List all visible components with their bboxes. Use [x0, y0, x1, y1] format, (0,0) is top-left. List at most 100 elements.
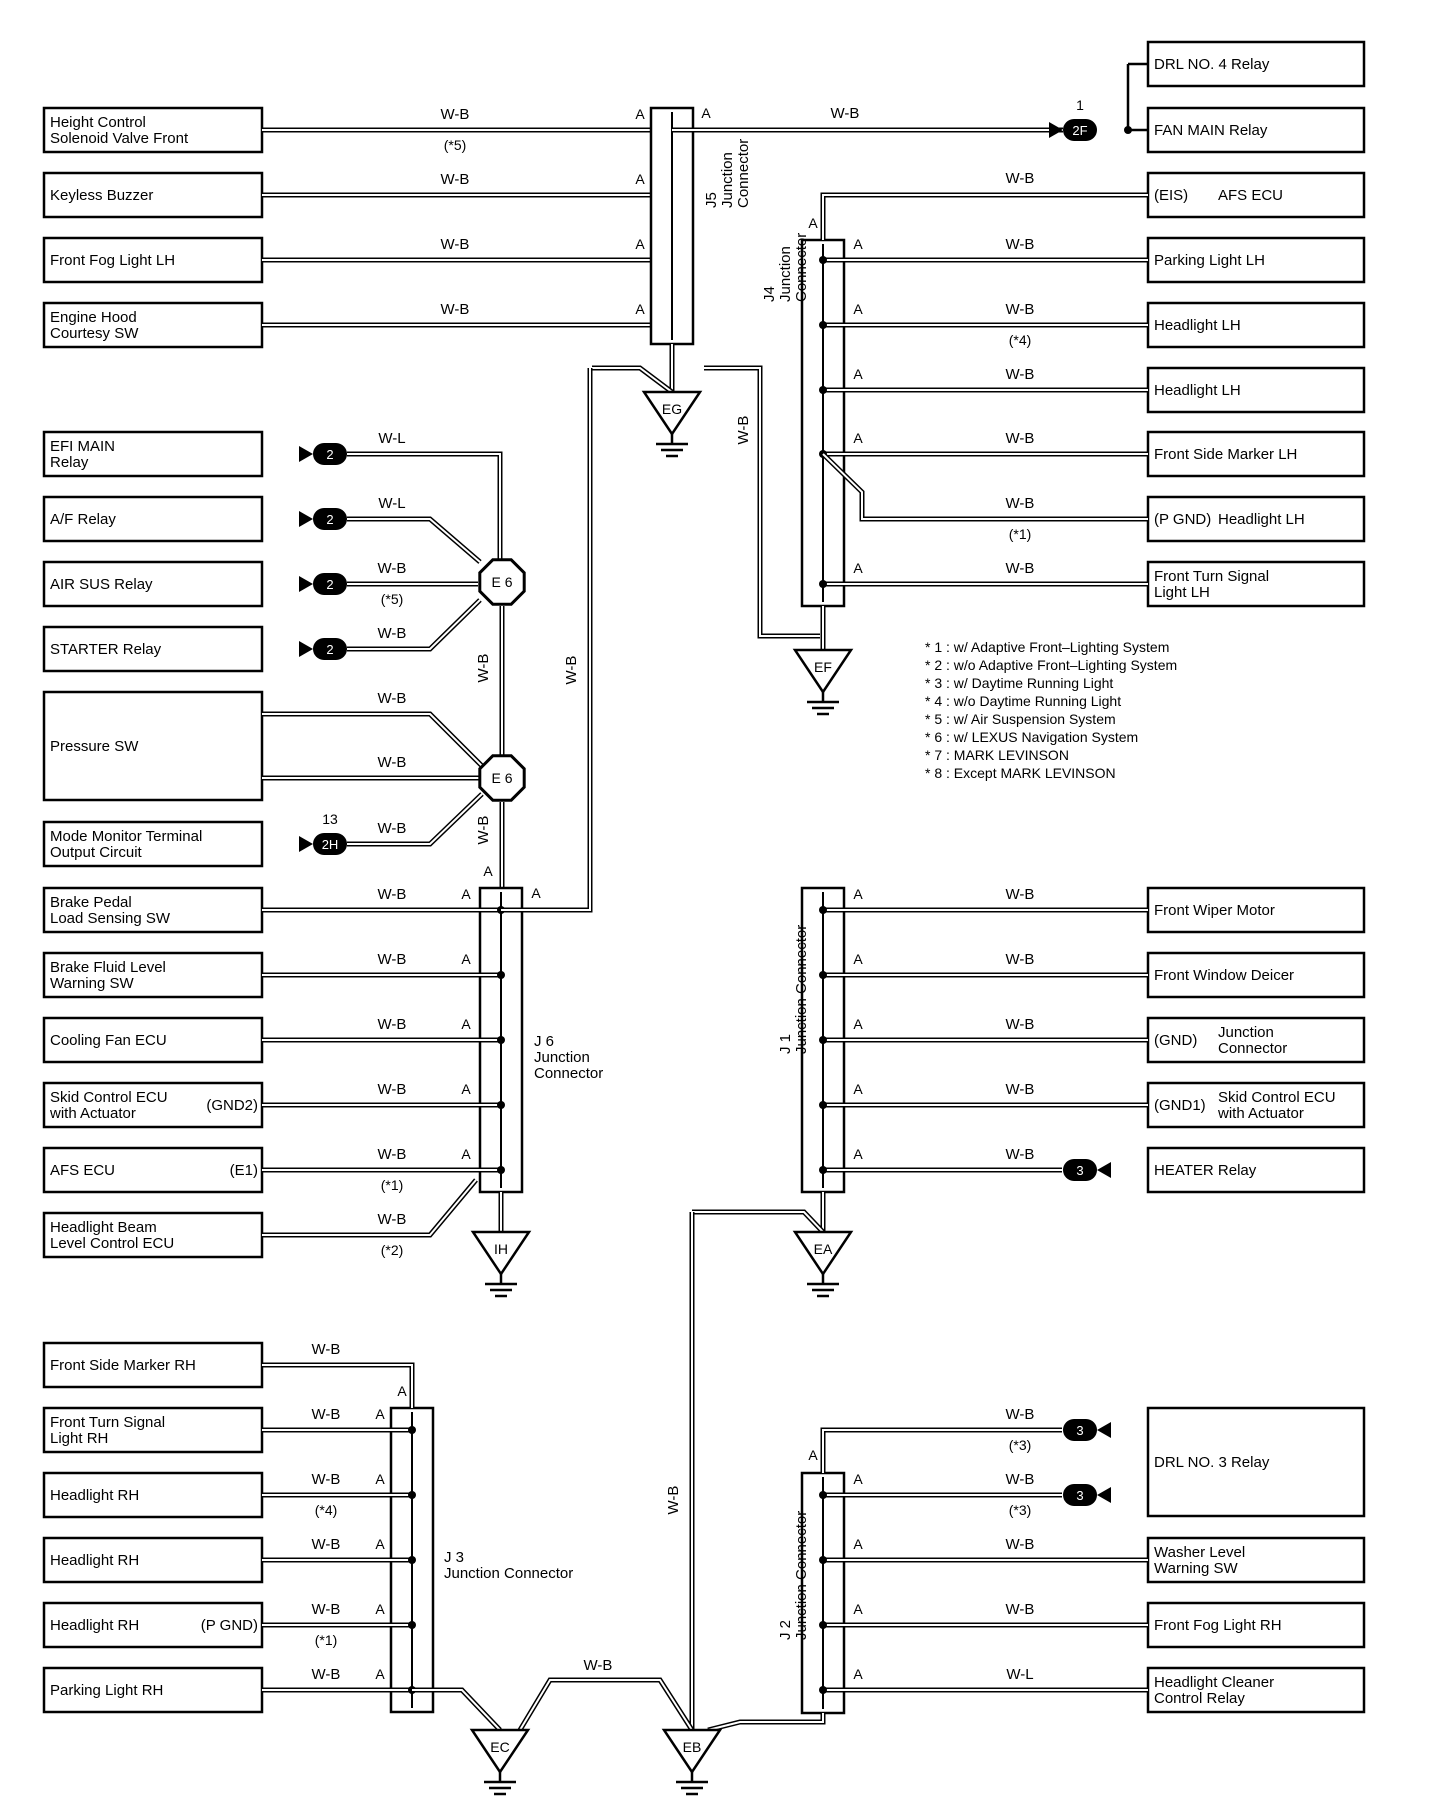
wire-label: W-B [563, 656, 580, 685]
legend-item: * 3 : w/ Daytime Running Light [925, 675, 1113, 691]
wire-label: W-B [378, 820, 407, 837]
wire-label: W-B [1006, 170, 1035, 187]
wire [347, 792, 484, 847]
connector-label: 2 [326, 447, 333, 462]
pin-label: A [853, 886, 863, 902]
connector-label: 3 [1076, 1488, 1083, 1503]
wire-label: W-B [584, 1657, 613, 1674]
component-label: Front Window Deicer [1154, 967, 1294, 984]
component-label: Light RH [50, 1430, 108, 1447]
component-label: Pressure SW [50, 738, 139, 755]
component-box [1146, 1146, 1366, 1194]
terminal-arrow [299, 641, 313, 657]
ground-triangle [661, 1728, 723, 1775]
component-label: Headlight RH [50, 1487, 139, 1504]
splice-dot [819, 256, 827, 264]
option-note: (*3) [1009, 1502, 1032, 1518]
wire-label: W-L [378, 430, 405, 447]
junction-label: Junction Connector [793, 925, 810, 1054]
component-box [42, 1406, 264, 1454]
component-label: Front Side Marker LH [1154, 446, 1297, 463]
connector-pill [1063, 1419, 1097, 1441]
component-label: Warning SW [1154, 1560, 1238, 1577]
splice-dot [819, 386, 827, 394]
ground-label: EA [814, 1241, 833, 1257]
component-box [1146, 40, 1366, 88]
component-label: Parking Light LH [1154, 252, 1265, 269]
component-box [42, 951, 264, 999]
component-pin: (E1) [230, 1162, 258, 1179]
component-label: FAN MAIN Relay [1154, 122, 1268, 139]
connector-pill [313, 638, 347, 660]
component-headlight-lh-2: Headlight LH [1146, 366, 1366, 414]
component-box [1146, 236, 1366, 284]
component-label: Cooling Fan ECU [50, 1032, 167, 1049]
wire-label: W-B [312, 1406, 341, 1423]
wire-label: W-B [1006, 236, 1035, 253]
component-af-relay: A/F Relay [42, 495, 264, 543]
pin-label: A [375, 1601, 385, 1617]
wire-label: W-B [1006, 301, 1035, 318]
component-headlight-lh-1: Headlight LH [1146, 301, 1366, 349]
component-heater: HEATER Relay [1146, 1146, 1366, 1194]
wire-label: W-B [378, 754, 407, 771]
component-label: Height Control [50, 114, 146, 131]
pin-label: A [461, 1016, 471, 1032]
wire-label: W-B [1006, 430, 1035, 447]
component-box [42, 625, 264, 673]
splice-dot [819, 580, 827, 588]
pin-label: A [808, 1447, 818, 1463]
splice-dot [819, 906, 827, 914]
splice-dot [497, 1101, 505, 1109]
component-label: Headlight Beam [50, 1219, 157, 1236]
wire-label: W-B [735, 416, 752, 445]
wire-core [262, 713, 483, 767]
connector-pill [313, 833, 347, 855]
option-note: (*3) [1009, 1437, 1032, 1453]
splice-dot [497, 971, 505, 979]
component-label: AFS ECU [1218, 187, 1283, 204]
component-box [42, 430, 264, 478]
component-box [42, 820, 264, 868]
pin-label: A [853, 1471, 863, 1487]
option-note: (*1) [381, 1177, 404, 1193]
wire-label: W-B [831, 105, 860, 122]
wire-core [347, 518, 481, 563]
wire-label: W-B [441, 171, 470, 188]
wire-label: W-B [475, 654, 492, 683]
component-label: Headlight LH [1154, 382, 1241, 399]
legend-item: * 8 : Except MARK LEVINSON [925, 765, 1116, 781]
terminal-arrow [1097, 1422, 1111, 1438]
terminal-arrow [299, 446, 313, 462]
component-label: Output Circuit [50, 844, 143, 861]
connector-pill [1063, 1159, 1097, 1181]
wire-label: W-B [1006, 1471, 1035, 1488]
component-label: EFI MAIN [50, 438, 115, 455]
pin-label: A [461, 886, 471, 902]
connector-pill [313, 508, 347, 530]
component-label: Front Fog Light LH [50, 252, 175, 269]
wire-label: W-B [378, 1081, 407, 1098]
component-box [42, 1341, 264, 1389]
component-label: Relay [50, 454, 89, 471]
component-label: STARTER Relay [50, 641, 162, 658]
option-note: (*1) [315, 1632, 338, 1648]
junction-label: Junction [719, 152, 736, 208]
junction-label: Junction [777, 246, 794, 302]
component-label: DRL NO. 4 Relay [1154, 56, 1270, 73]
connector-label: 3 [1076, 1423, 1083, 1438]
connector-label: 2 [326, 512, 333, 527]
junction-label: J5 [703, 192, 720, 208]
component-parking-lh: Parking Light LH [1146, 236, 1366, 284]
splice-dot [497, 1036, 505, 1044]
component-label: A/F Relay [50, 511, 116, 528]
component-label: Headlight RH [50, 1552, 139, 1569]
wire-label: W-B [378, 1016, 407, 1033]
pin-label: A [853, 1601, 863, 1617]
connector-e6-label: E 6 [491, 770, 512, 786]
wire [692, 1209, 825, 1234]
option-note: (*5) [381, 591, 404, 607]
